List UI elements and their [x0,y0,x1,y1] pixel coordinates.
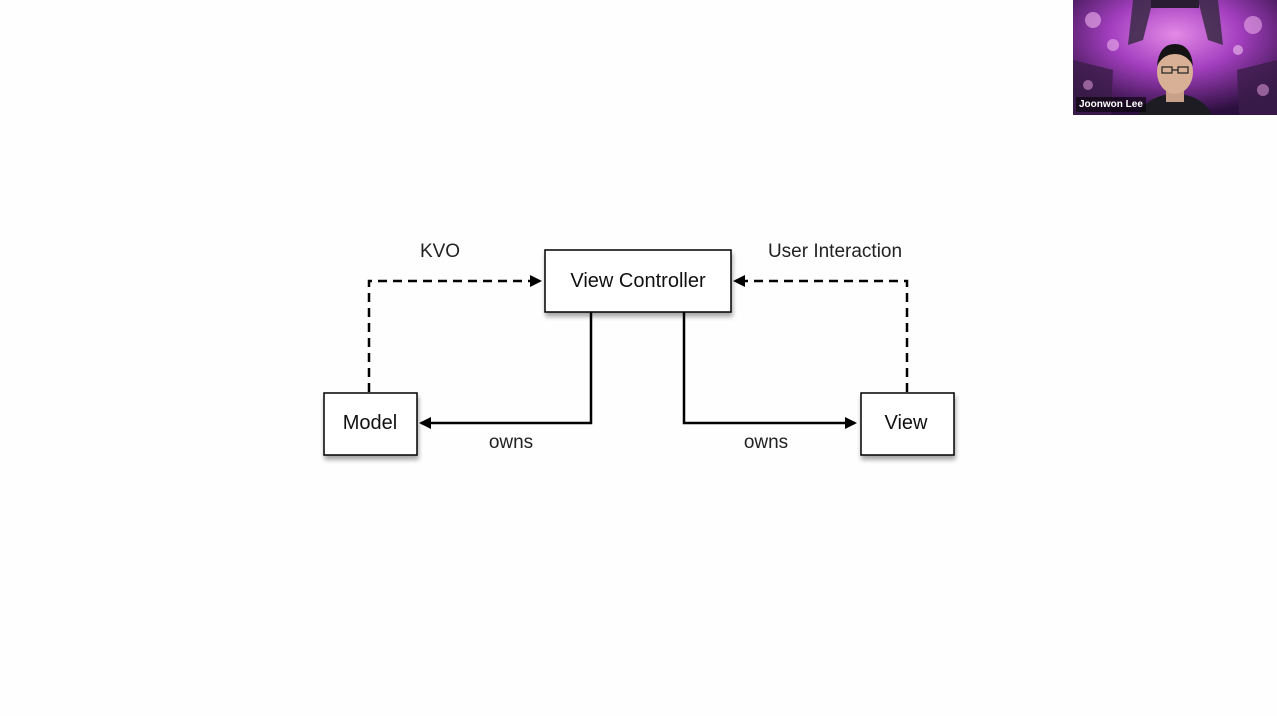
view-controller-label: View Controller [570,270,706,292]
user-interaction-label: User Interaction [768,241,902,262]
participant-name-label: Joonwon Lee [1076,97,1146,112]
owns-model-edge [421,312,591,423]
user-interaction-edge [735,281,907,392]
owns-model-label: owns [489,432,533,453]
model-label: Model [343,412,397,434]
view-node: View [861,393,954,455]
kvo-edge [369,281,540,392]
owns-view-edge [684,312,855,423]
kvo-label: KVO [420,241,460,262]
view-label: View [885,412,929,434]
participant-video-tile[interactable]: Joonwon Lee [1073,0,1277,115]
view-controller-node: View Controller [545,250,731,312]
model-node: Model [324,393,417,455]
owns-view-label: owns [744,432,788,453]
